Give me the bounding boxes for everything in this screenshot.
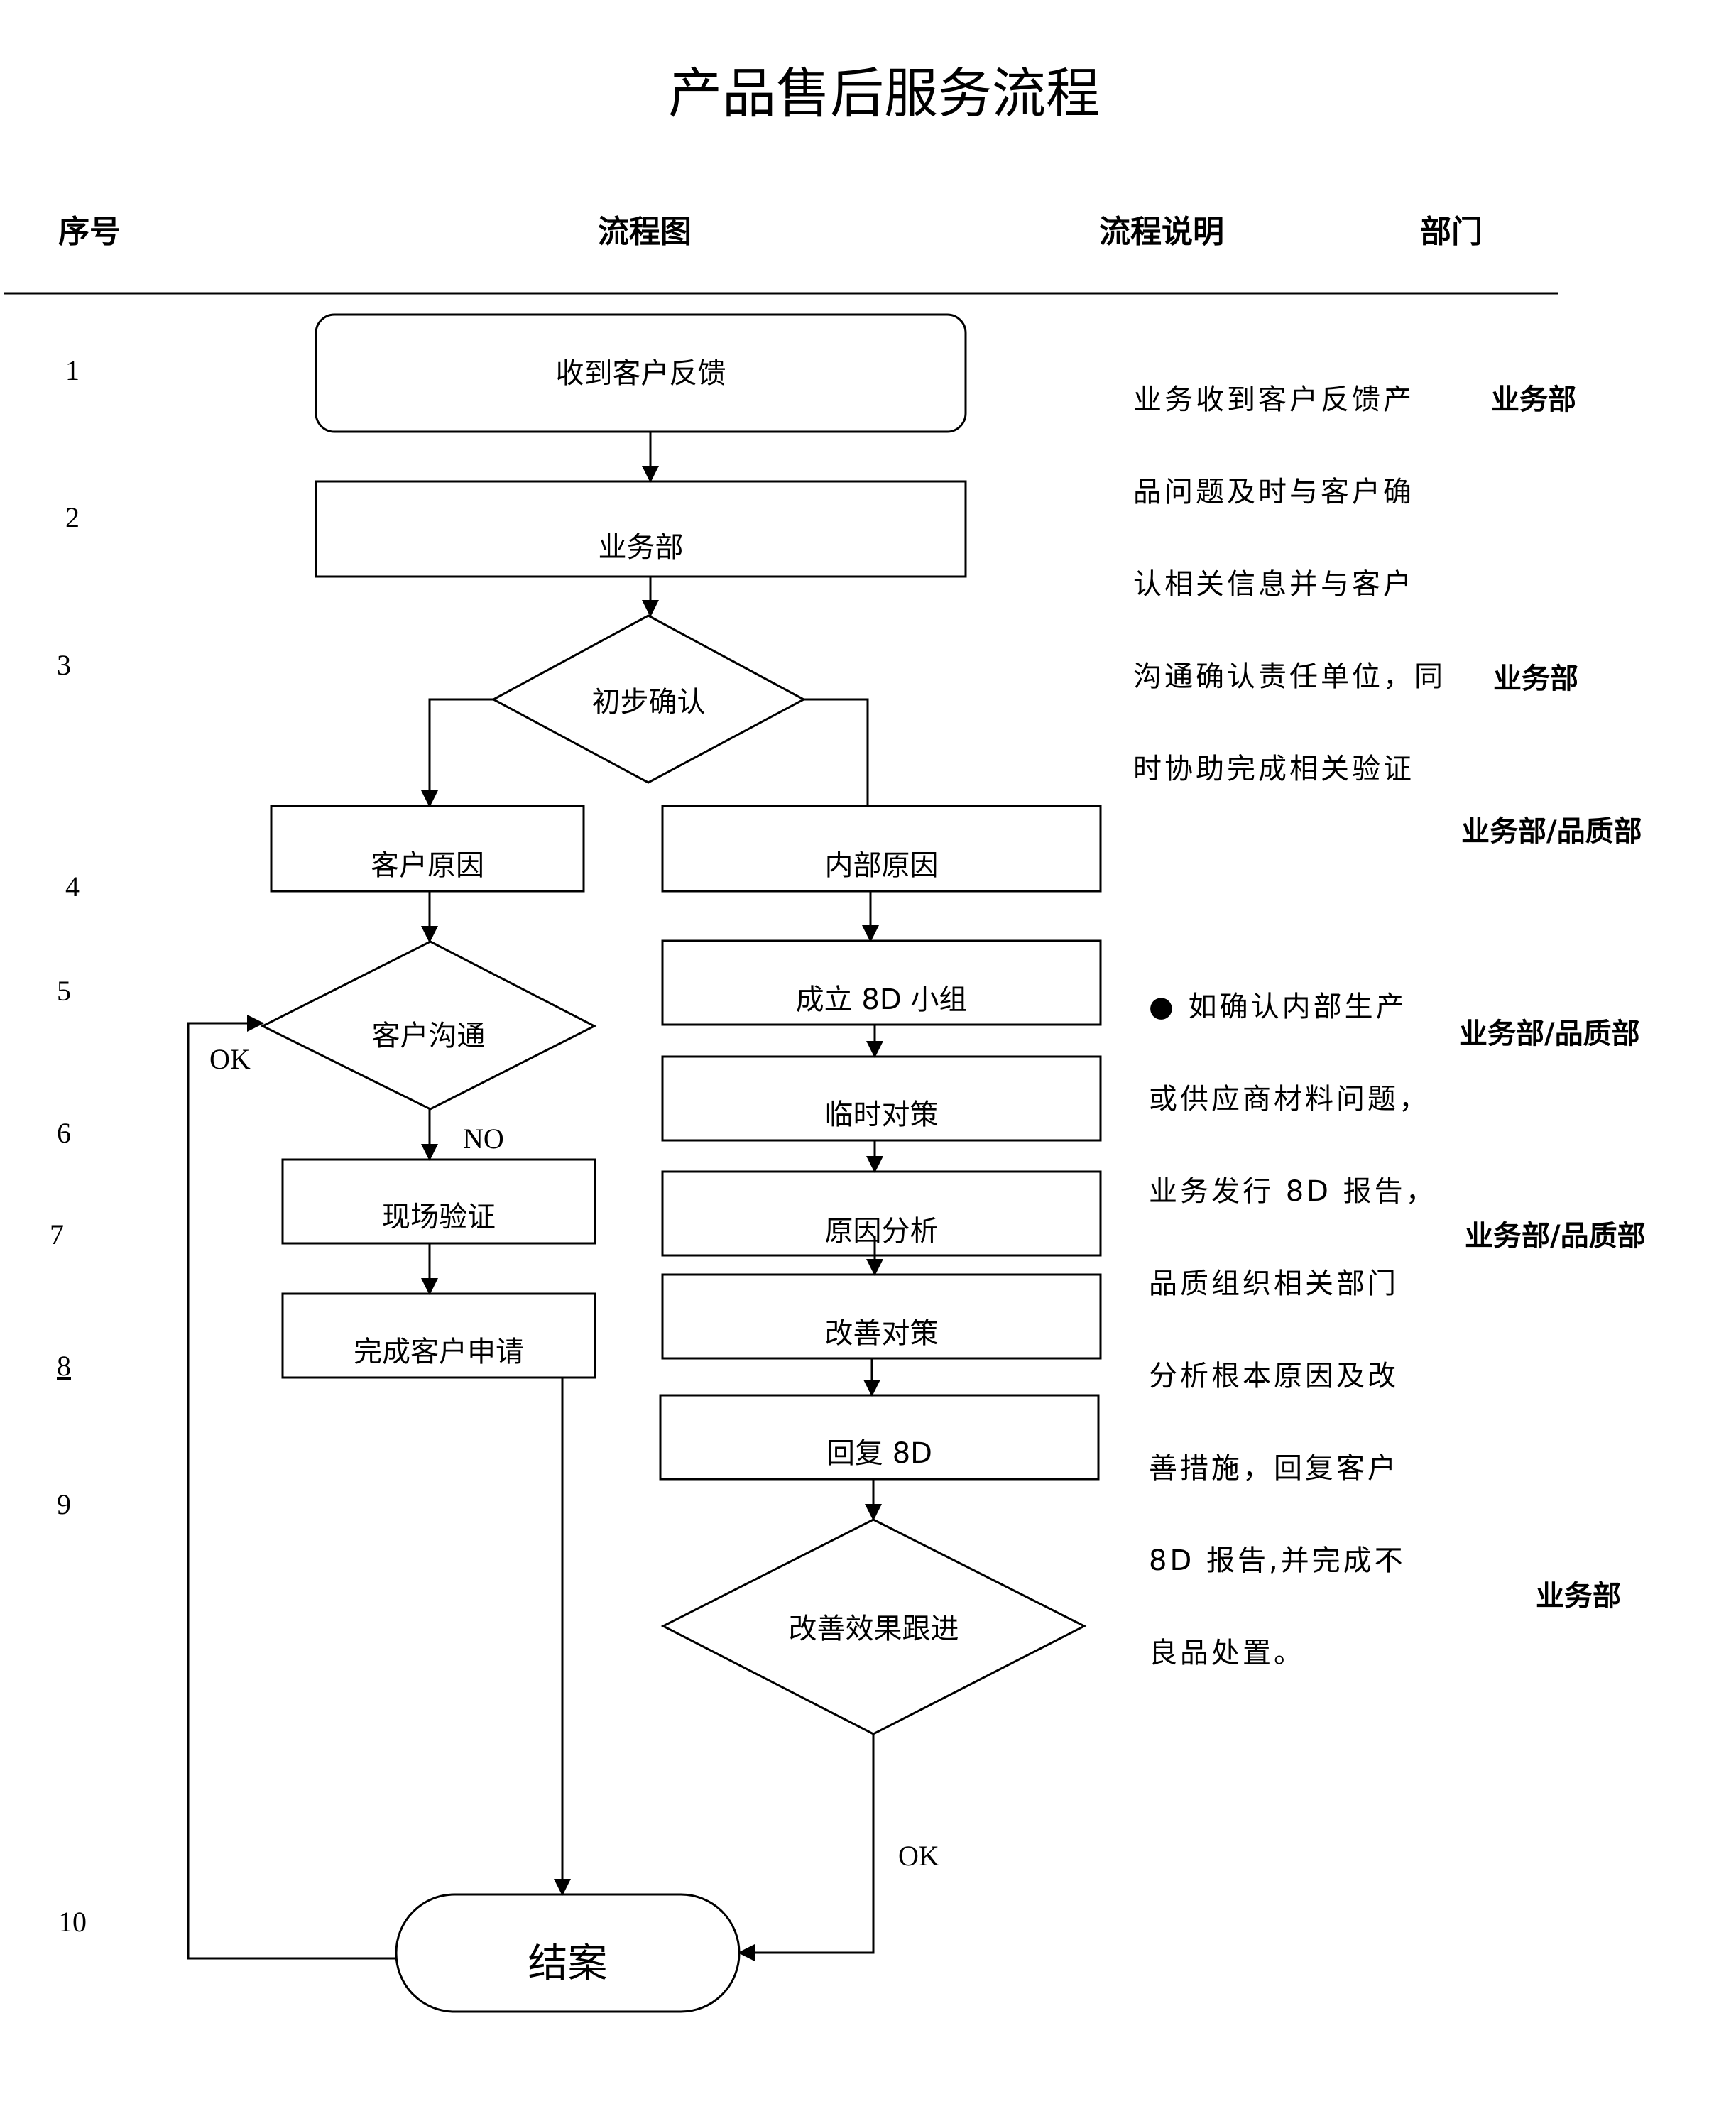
field-verify-box-shape <box>281 1158 596 1245</box>
node-follow-up: 改善效果跟进 <box>788 1613 959 1645</box>
node-temp-measure: 临时对策 <box>824 1098 939 1131</box>
dept-label: 业务部/品质部 <box>1465 1220 1646 1253</box>
node-root-cause: 原因分析 <box>824 1215 939 1248</box>
step-number: 7 <box>50 1218 64 1250</box>
step-number: 3 <box>57 649 71 681</box>
dept-label: 业务部 <box>1493 663 1578 695</box>
node-business-dept: 业务部 <box>598 531 684 564</box>
desc-line: 业务发行 8D 报告， <box>1149 1175 1437 1208</box>
node-initial-confirm: 初步确认 <box>591 686 706 719</box>
feedback-box-shape <box>315 313 967 433</box>
desc-line: 善措施，回复客户 <box>1149 1452 1399 1485</box>
node-field-verify: 现场验证 <box>382 1201 496 1233</box>
step-number: 1 <box>65 354 80 386</box>
dept-label: 业务部 <box>1536 1580 1621 1613</box>
node-close-case: 结案 <box>528 1940 608 1987</box>
header-dept: 部门 <box>1420 214 1483 250</box>
node-form-8d: 成立 8D 小组 <box>795 983 968 1016</box>
arrow-close-to-comm-loop <box>187 1015 396 1960</box>
complete-request-box-shape <box>281 1292 596 1379</box>
page-title: 产品售后服务流程 <box>668 62 1100 125</box>
arrow-followup-to-close <box>738 1734 875 1961</box>
dept-label: 业务部/品质部 <box>1459 1018 1640 1050</box>
business-dept-box-shape <box>315 480 967 578</box>
desc-line: 良品处置。 <box>1149 1637 1305 1669</box>
edge-label-ok-bottom: OK <box>898 1840 939 1872</box>
node-complete-request: 完成客户申请 <box>354 1336 524 1368</box>
edge-label-no: NO <box>463 1123 504 1155</box>
desc-line: 业务收到客户反馈产 <box>1133 383 1414 416</box>
dept-label: 业务部 <box>1491 383 1576 416</box>
desc-line: 品质组织相关部门 <box>1149 1267 1399 1300</box>
node-customer-comm: 客户沟通 <box>371 1020 486 1052</box>
arrow-confirm-to-customer-cause <box>421 698 493 807</box>
edge-label-ok-left: OK <box>209 1043 251 1075</box>
header-desc: 流程说明 <box>1099 214 1224 250</box>
node-reply-8d: 回复 8D <box>826 1437 932 1470</box>
desc-line: 沟通确认责任单位，同 <box>1133 660 1446 693</box>
step-number: 4 <box>65 871 80 903</box>
internal-cause-box-shape <box>661 805 1102 893</box>
step-number: 8 <box>57 1350 71 1382</box>
node-feedback: 收到客户反馈 <box>555 356 726 390</box>
desc-line: 时协助完成相关验证 <box>1133 753 1414 785</box>
line-confirm-to-internal-cause <box>804 698 869 806</box>
node-customer-cause: 客户原因 <box>371 849 484 882</box>
header-seq: 序号 <box>58 214 121 250</box>
step-number: 6 <box>57 1117 71 1149</box>
desc-line: 认相关信息并与客户 <box>1133 568 1414 601</box>
desc-line: 分析根本原因及改 <box>1149 1360 1399 1392</box>
node-internal-cause: 内部原因 <box>824 849 939 882</box>
header-flow: 流程图 <box>598 214 692 250</box>
step-number: 9 <box>57 1488 71 1520</box>
dept-label: 业务部/品质部 <box>1461 815 1642 848</box>
node-improve-measure: 改善对策 <box>824 1317 939 1350</box>
desc-line: 品问题及时与客户确 <box>1133 476 1414 508</box>
step-number: 2 <box>65 501 80 533</box>
desc-line: 8D 报告,并完成不 <box>1149 1544 1406 1577</box>
initial-confirm-diamond-shape <box>491 614 807 784</box>
desc-line: 或供应商材料问题， <box>1149 1083 1430 1116</box>
desc-line: ● 如确认内部生产 <box>1149 991 1407 1023</box>
step-number: 5 <box>57 975 71 1007</box>
step-number: 10 <box>58 1906 87 1938</box>
form-8d-box-shape <box>661 939 1102 1026</box>
